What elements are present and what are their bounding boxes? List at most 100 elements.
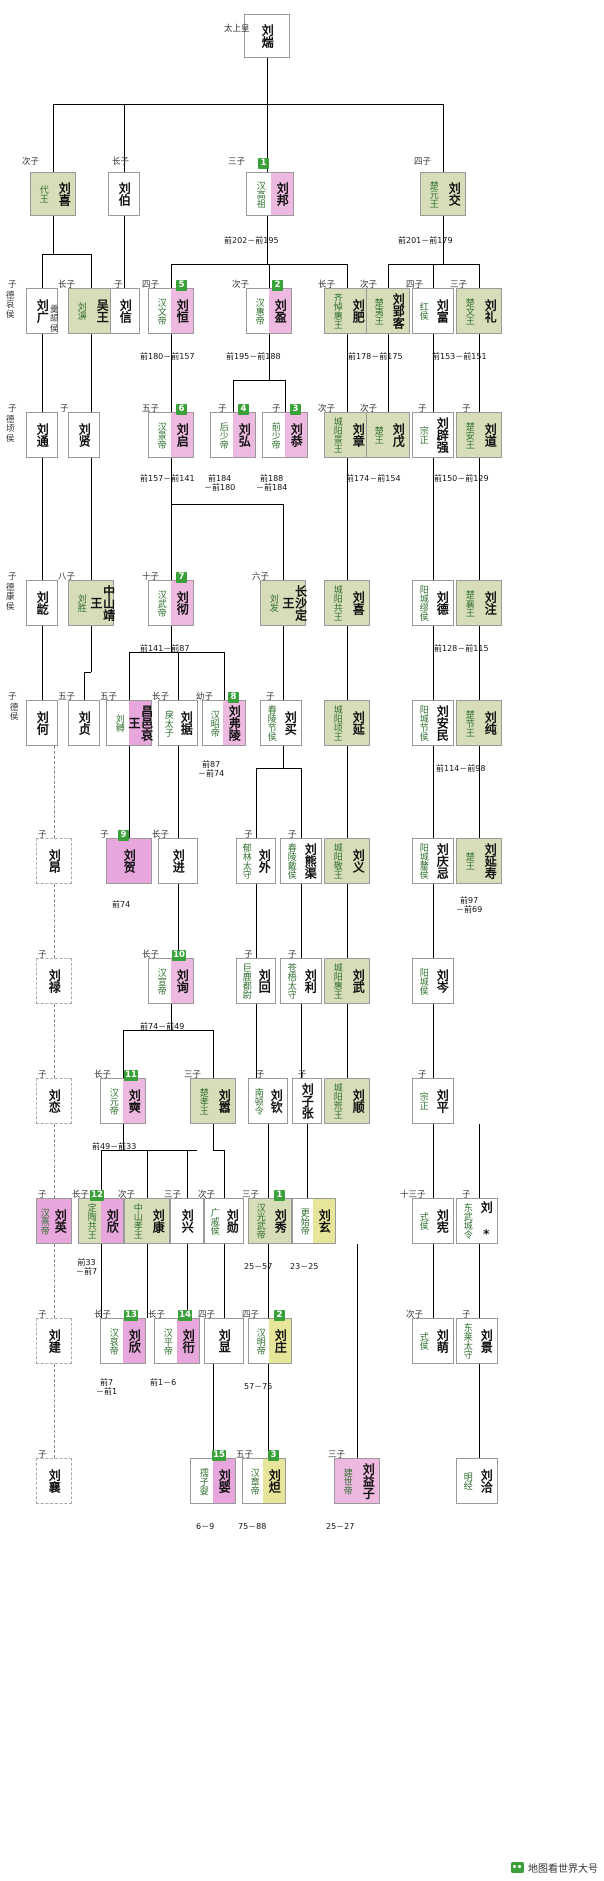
person-node[interactable]: 汉高祖刘邦 — [246, 172, 294, 216]
person-node[interactable]: 城阳共王刘喜 — [324, 580, 370, 626]
person-node[interactable]: 春陵戴侯刘熊渠 — [280, 838, 322, 884]
person-title: 更始帝 — [293, 1199, 313, 1243]
person-node[interactable]: 郁林太守刘外 — [236, 838, 276, 884]
person-node[interactable]: 东武城令刘 * — [456, 1198, 498, 1244]
person-node[interactable]: 阳城缪侯刘德 — [412, 580, 454, 626]
person-node[interactable]: 戾太子刘据 — [158, 700, 198, 746]
person-node[interactable]: 建世帝刘益子 — [334, 1458, 380, 1504]
person-node[interactable]: 城阳敬王刘义 — [324, 838, 370, 884]
person-node[interactable]: 刘髆昌邑哀王 — [106, 700, 154, 746]
person-node[interactable]: 中山孝王刘康 — [124, 1198, 170, 1244]
person-node[interactable]: 刘显 — [204, 1318, 244, 1364]
person-node[interactable]: 汉熹帝刘英 — [36, 1198, 72, 1244]
person-node[interactable]: 刘信 — [110, 288, 140, 334]
person-name: 刘 * — [475, 1199, 497, 1243]
person-node[interactable]: 刘龁 — [26, 580, 58, 626]
person-node[interactable]: 刘广 — [26, 288, 58, 334]
person-node[interactable]: 汉光武帝刘秀 — [248, 1198, 292, 1244]
person-node[interactable]: 刘伯 — [108, 172, 140, 216]
person-node[interactable]: 汉平帝刘衎 — [154, 1318, 200, 1364]
person-node[interactable]: 汉昭帝刘弗陵 — [202, 700, 246, 746]
person-node[interactable]: 刘贤 — [68, 412, 100, 458]
person-node[interactable]: 城阳惠王刘武 — [324, 958, 370, 1004]
person-node[interactable]: 刘恋 — [36, 1078, 72, 1124]
person-name: 刘炟 — [263, 1459, 285, 1503]
person-node[interactable]: 阳城节侯刘安民 — [412, 700, 454, 746]
person-node[interactable]: 刘建 — [36, 1318, 72, 1364]
person-node[interactable]: 汉惠帝刘盈 — [246, 288, 292, 334]
connector-line — [129, 652, 130, 700]
person-node[interactable]: 孺子婴刘婴 — [190, 1458, 236, 1504]
person-node[interactable]: 楚元王刘交 — [420, 172, 466, 216]
person-node[interactable]: 刘贞 — [68, 700, 100, 746]
person-node[interactable]: 式侯刘萌 — [412, 1318, 454, 1364]
person-node[interactable]: 城阳荒王刘顺 — [324, 1078, 370, 1124]
person-node[interactable]: 刘子张 — [292, 1078, 322, 1124]
person-node[interactable]: 定陶共王刘欣 — [78, 1198, 124, 1244]
person-node[interactable]: 城阳景王刘章 — [324, 412, 370, 458]
fief-label: 德康侯 — [6, 583, 15, 612]
person-node[interactable]: 南顿令刘钦 — [248, 1078, 288, 1124]
person-node[interactable]: 汉明帝刘庄 — [248, 1318, 292, 1364]
person-node[interactable]: 明经刘洽 — [456, 1458, 498, 1504]
person-node[interactable]: 楚安王刘道 — [456, 412, 502, 458]
person-node[interactable]: 刘发长沙定王 — [260, 580, 308, 626]
person-node[interactable]: 楚文王刘礼 — [456, 288, 502, 334]
person-node[interactable]: 刘襄 — [36, 1458, 72, 1504]
person-node[interactable]: 宗正刘辟强 — [412, 412, 454, 458]
person-node[interactable]: 代王刘喜 — [30, 172, 76, 216]
person-node[interactable]: 刘贺 — [106, 838, 152, 884]
connector-line — [433, 884, 434, 958]
person-node[interactable]: 式侯刘宪 — [412, 1198, 454, 1244]
connector-line-dashed — [54, 1124, 55, 1198]
person-node[interactable]: 汉哀帝刘欣 — [100, 1318, 146, 1364]
person-node[interactable]: 楚王刘延寿 — [456, 838, 502, 884]
person-node[interactable]: 汉章帝刘炟 — [242, 1458, 286, 1504]
person-node[interactable]: 阳城侯刘岑 — [412, 958, 454, 1004]
person-name: 刘禄 — [37, 959, 71, 1003]
person-node[interactable]: 楚节王刘纯 — [456, 700, 502, 746]
person-node[interactable]: 汉元帝刘奭 — [100, 1078, 146, 1124]
person-node[interactable]: 刘煓 — [244, 14, 290, 58]
person-node[interactable]: 楚孝王刘嚣 — [190, 1078, 236, 1124]
person-node[interactable]: 楚夷王刘郢客 — [366, 288, 410, 334]
person-title: 东武城令 — [457, 1199, 475, 1243]
connector-line — [269, 264, 347, 265]
person-node[interactable]: 城阳顷王刘延 — [324, 700, 370, 746]
person-node[interactable]: 阳城釐侯刘庆忌 — [412, 838, 454, 884]
person-title: 广戚侯 — [205, 1199, 221, 1243]
connector-line — [171, 264, 172, 288]
person-name: 刘昂 — [37, 839, 71, 883]
person-node[interactable]: 刘通 — [26, 412, 58, 458]
person-node[interactable]: 刘濞吴王 — [68, 288, 114, 334]
person-node[interactable]: 刘兴 — [170, 1198, 204, 1244]
person-node[interactable]: 东莱太守刘景 — [456, 1318, 498, 1364]
person-node[interactable]: 宗正刘平 — [412, 1078, 454, 1124]
person-node[interactable]: 刘禄 — [36, 958, 72, 1004]
person-node[interactable]: 后少帝刘弘 — [210, 412, 256, 458]
connector-line — [91, 626, 92, 672]
person-node[interactable]: 前少帝刘恭 — [262, 412, 308, 458]
person-name: 刘兴 — [171, 1199, 203, 1243]
person-node[interactable]: 苍梧太守刘利 — [280, 958, 322, 1004]
person-node[interactable]: 红侯刘富 — [412, 288, 454, 334]
person-node[interactable]: 刘昂 — [36, 838, 72, 884]
birth-order-label: 子 — [418, 404, 427, 414]
person-title: 汉高祖 — [247, 173, 271, 215]
person-node[interactable]: 汉武帝刘彻 — [148, 580, 194, 626]
connector-line — [53, 216, 54, 254]
person-node[interactable]: 更始帝刘玄 — [292, 1198, 336, 1244]
person-node[interactable]: 巨鹿都尉刘回 — [236, 958, 276, 1004]
person-node[interactable]: 春陵节侯刘买 — [260, 700, 302, 746]
person-node[interactable]: 楚襄王刘注 — [456, 580, 502, 626]
person-node[interactable]: 汉景帝刘启 — [148, 412, 194, 458]
person-node[interactable]: 楚王刘戊 — [366, 412, 410, 458]
birth-order-label: 子 — [38, 1450, 47, 1460]
person-node[interactable]: 刘胜中山靖王 — [68, 580, 116, 626]
person-node[interactable]: 汉宣帝刘询 — [148, 958, 194, 1004]
person-node[interactable]: 刘进 — [158, 838, 198, 884]
person-node[interactable]: 齐悼惠王刘肥 — [324, 288, 370, 334]
person-node[interactable]: 广戚侯刘勋 — [204, 1198, 244, 1244]
person-node[interactable]: 汉文帝刘恒 — [148, 288, 194, 334]
person-node[interactable]: 刘何 — [26, 700, 58, 746]
